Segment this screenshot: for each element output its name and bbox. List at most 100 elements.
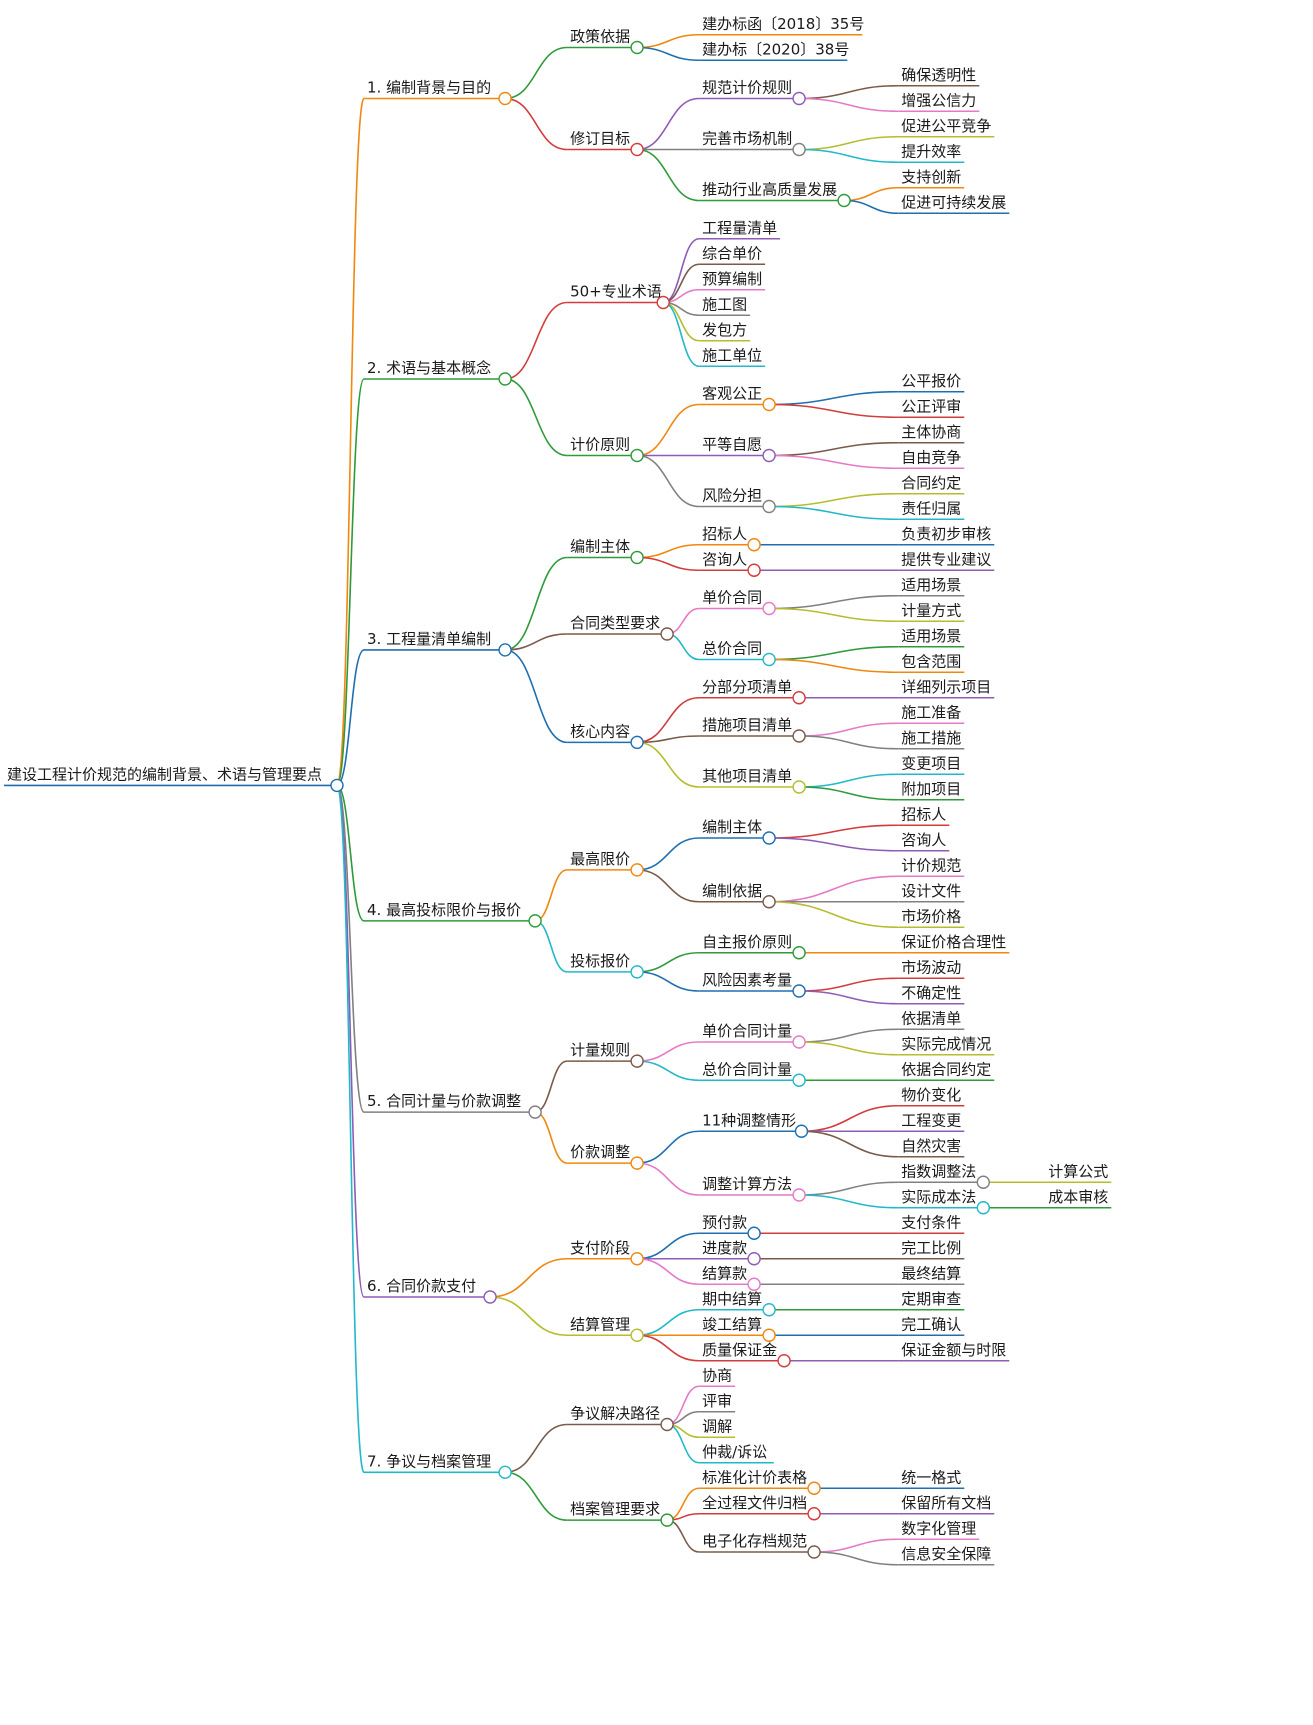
- node-root-2-2-2-expand-toggle[interactable]: [792, 780, 806, 794]
- node-root-3-0-1-expand-toggle[interactable]: [762, 895, 776, 909]
- node-root-0-0-expand-toggle[interactable]: [630, 40, 644, 55]
- node-root-2-2-2-1-label: 附加项目: [901, 780, 961, 798]
- node-root-3-0-0-expand-toggle[interactable]: [762, 831, 776, 845]
- node-root-5-expand-toggle[interactable]: [483, 1290, 497, 1304]
- node-root-5-0-2-expand-toggle[interactable]: [747, 1277, 761, 1291]
- connector-root-4-0-0: [637, 1041, 700, 1062]
- node-root-4-1-1-1-expand-toggle[interactable]: [976, 1201, 990, 1215]
- node-root-5-1-2-expand-toggle[interactable]: [777, 1354, 791, 1368]
- node-root-4-0-1-label: 总价合同计量: [702, 1060, 792, 1078]
- node-root-1-1-2-expand-toggle[interactable]: [762, 499, 776, 514]
- node-root-2-2-0-expand-toggle[interactable]: [792, 691, 806, 705]
- node-root-6-1-1-expand-toggle[interactable]: [807, 1507, 821, 1521]
- node-root-1-1-2-1-label: 责任归属: [901, 499, 961, 517]
- connector-root-5-0: [490, 1257, 568, 1298]
- node-root-2-2-1-expand-toggle[interactable]: [792, 729, 806, 743]
- node-root-2-2-0-label: 分部分项清单: [702, 678, 792, 696]
- node-root-0-1-2-expand-toggle[interactable]: [837, 193, 851, 208]
- node-root-3-expand-toggle[interactable]: [528, 914, 542, 928]
- node-root-5-1-expand-toggle[interactable]: [630, 1328, 644, 1342]
- connector-root-5-0-2: [637, 1257, 700, 1286]
- node-root-0-label: 1. 编制背景与目的: [367, 79, 491, 97]
- node-root-5-1-0-0-label: 定期审查: [901, 1290, 961, 1308]
- node-root-1-1-expand-toggle[interactable]: [630, 448, 644, 463]
- node-root-2-0-expand-toggle[interactable]: [630, 550, 644, 565]
- node-root-2-2-2-0-label: 变更项目: [901, 754, 961, 772]
- connector-root-2-2-2-1: [799, 786, 899, 801]
- node-root-3-1-1-expand-toggle[interactable]: [792, 984, 806, 998]
- node-root-4-1-expand-toggle[interactable]: [630, 1156, 644, 1170]
- node-root-2-1-expand-toggle[interactable]: [660, 627, 674, 641]
- node-root-2-1-1-0-label: 适用场景: [901, 627, 961, 645]
- connector-root-3-1-0: [637, 951, 700, 973]
- node-root-2-expand-toggle[interactable]: [498, 643, 512, 657]
- node-root-2-0-1-expand-toggle[interactable]: [747, 563, 761, 577]
- node-root-6-1-expand-toggle[interactable]: [660, 1513, 674, 1527]
- node-root-0-expand-toggle[interactable]: [498, 91, 512, 106]
- node-root-0-1-0-1-label: 增强公信力: [901, 91, 976, 109]
- node-root-4-label: 5. 合同计量与价款调整: [367, 1092, 521, 1110]
- node-root-2-0-0-0-label: 负责初步审核: [901, 525, 991, 543]
- connector-root-2-1-1-1: [769, 658, 899, 674]
- connector-root-4-0-1: [637, 1060, 700, 1082]
- node-root-4-0-0-expand-toggle[interactable]: [792, 1035, 806, 1049]
- node-root-2-0-1-0-label: 提供专业建议: [901, 550, 991, 568]
- node-root-0-1-0-label: 规范计价规则: [702, 79, 792, 97]
- node-root-5-1-0-expand-toggle[interactable]: [762, 1303, 776, 1317]
- node-root-2-1-1-expand-toggle[interactable]: [762, 652, 776, 667]
- node-root-2-1-0-expand-toggle[interactable]: [762, 601, 776, 616]
- node-root-0-1-expand-toggle[interactable]: [630, 142, 644, 157]
- node-root-6-expand-toggle[interactable]: [498, 1465, 512, 1480]
- connector-root-1-1-0-1: [769, 403, 899, 419]
- node-root-5-0-expand-toggle[interactable]: [630, 1252, 644, 1266]
- node-root-4-1-1-0-expand-toggle[interactable]: [976, 1175, 990, 1189]
- node-root-6-1-1-label: 全过程文件归档: [702, 1494, 807, 1512]
- node-root-1-1-1-expand-toggle[interactable]: [762, 448, 776, 463]
- connector-root-0-0-0: [637, 33, 700, 49]
- connector-root-1-0-5: [662, 301, 700, 368]
- connector-root-4-1-1-0: [799, 1181, 899, 1196]
- connector-root-2-1-1-0: [769, 645, 899, 661]
- node-root-0-1-0-0-label: 确保透明性: [901, 66, 976, 84]
- node-root-6-1-2-expand-toggle[interactable]: [807, 1545, 821, 1559]
- connector-root-4-0: [534, 1060, 568, 1113]
- node-root-6-0-expand-toggle[interactable]: [660, 1417, 674, 1432]
- node-root-5-0-label: 支付阶段: [570, 1239, 630, 1257]
- connector-root-3-1: [534, 920, 568, 973]
- node-root-2-2-0-0-label: 详细列示项目: [901, 678, 991, 696]
- node-root-3-0-expand-toggle[interactable]: [630, 863, 644, 877]
- node-root-4-0-1-expand-toggle[interactable]: [792, 1073, 806, 1087]
- node-root-5-0-1-expand-toggle[interactable]: [747, 1252, 761, 1266]
- node-root-1-1-0-expand-toggle[interactable]: [762, 397, 776, 412]
- node-root-6-1-0-expand-toggle[interactable]: [807, 1481, 821, 1495]
- node-root-6-0-2-label: 调解: [702, 1417, 732, 1435]
- node-root-4-1-0-2-label: 自然灾害: [901, 1137, 961, 1155]
- connector-root-2-0: [505, 556, 568, 651]
- connector-root-6-1-0: [666, 1487, 700, 1521]
- node-root-5-label: 6. 合同价款支付: [367, 1277, 476, 1295]
- node-root-4-expand-toggle[interactable]: [528, 1105, 542, 1119]
- node-root-0-1-0-expand-toggle[interactable]: [792, 91, 806, 106]
- node-root-4-1-0-1-label: 工程变更: [901, 1111, 961, 1129]
- node-root-1-expand-toggle[interactable]: [498, 372, 512, 386]
- connector-root-6: [336, 784, 365, 1474]
- node-root-5-1-1-expand-toggle[interactable]: [762, 1328, 776, 1342]
- node-root-5-0-0-expand-toggle[interactable]: [747, 1226, 761, 1240]
- node-root-1-label: 2. 术语与基本概念: [367, 359, 491, 377]
- node-root-1-0-expand-toggle[interactable]: [656, 295, 670, 310]
- connector-root-1: [336, 378, 365, 787]
- connector-root-1-1-1-0: [769, 441, 899, 457]
- node-root-4-0-expand-toggle[interactable]: [630, 1054, 644, 1068]
- node-root-3-1-0-expand-toggle[interactable]: [792, 946, 806, 960]
- node-root-2-2-expand-toggle[interactable]: [630, 735, 644, 750]
- node-root-2-0-0-expand-toggle[interactable]: [747, 538, 761, 552]
- node-root-3-1-expand-toggle[interactable]: [630, 965, 644, 979]
- node-root-0-1-1-expand-toggle[interactable]: [792, 142, 806, 157]
- node-root-4-1-0-expand-toggle[interactable]: [794, 1124, 809, 1138]
- connector-root-0: [336, 97, 365, 787]
- node-root-6-1-2-0-label: 数字化管理: [901, 1519, 976, 1537]
- node-root-5-0-1-0-label: 完工比例: [901, 1239, 961, 1257]
- node-root-5-1-label: 结算管理: [570, 1315, 630, 1333]
- node-root-expand-toggle[interactable]: [330, 778, 344, 793]
- node-root-4-1-1-expand-toggle[interactable]: [792, 1188, 806, 1202]
